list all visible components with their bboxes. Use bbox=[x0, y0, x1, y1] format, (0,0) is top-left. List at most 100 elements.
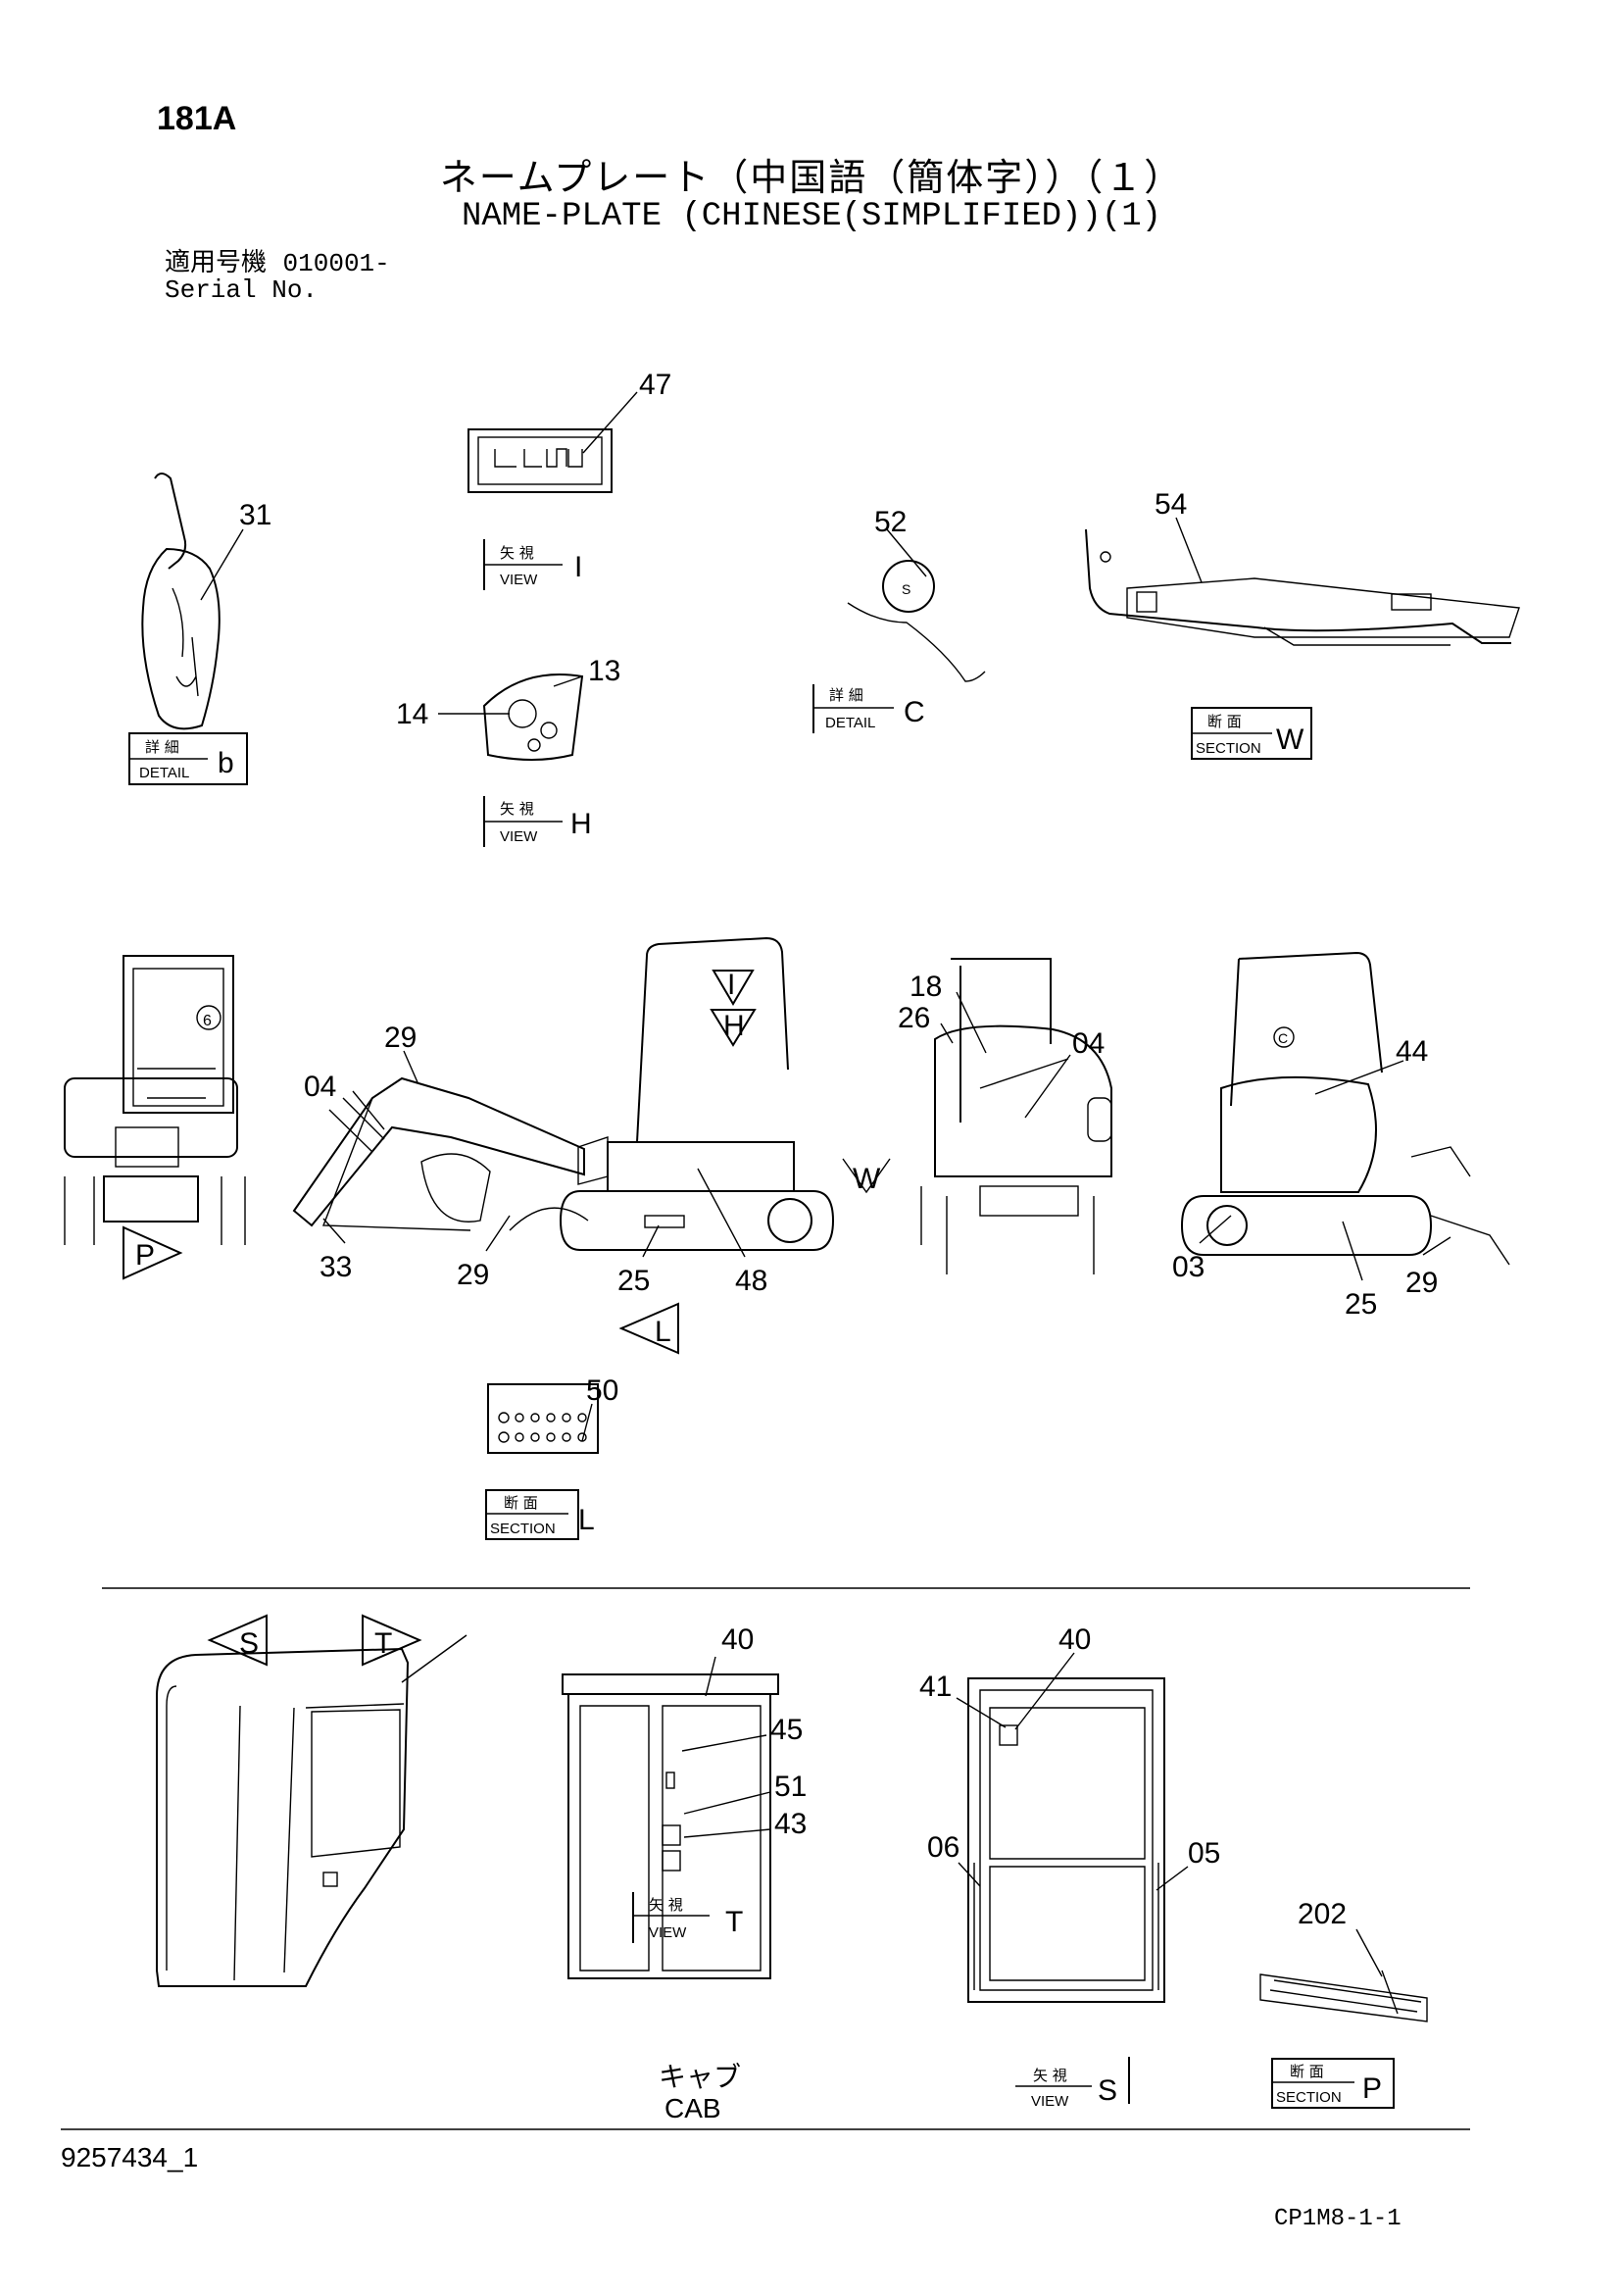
detail-tag-c-jp: 詳 細 bbox=[829, 686, 863, 704]
section-tag-l-jp: 断 面 bbox=[504, 1494, 538, 1512]
floor-frame-illustration bbox=[1085, 517, 1520, 646]
callout-51: 51 bbox=[774, 1771, 807, 1803]
page-code: 181A bbox=[157, 100, 237, 137]
callout-48: 48 bbox=[735, 1265, 767, 1297]
svg-text:S: S bbox=[902, 581, 910, 597]
view-arrow-w-letter: W bbox=[853, 1163, 881, 1195]
excavator-side-view-right: C bbox=[1180, 951, 1510, 1266]
callout-03: 03 bbox=[1172, 1251, 1205, 1283]
view-arrow-s: S bbox=[207, 1614, 268, 1667]
callout-40-front: 40 bbox=[1058, 1623, 1091, 1656]
meter-panel-illustration bbox=[487, 1383, 599, 1454]
document-number: 9257434_1 bbox=[61, 2142, 199, 2172]
view-tag-s-jp: 矢 視 bbox=[1033, 2067, 1067, 2084]
detail-tag-b-letter: b bbox=[218, 747, 234, 779]
section-tag-p-letter: P bbox=[1362, 2072, 1382, 2105]
view-arrow-w: W bbox=[842, 1158, 891, 1195]
cab-side-view bbox=[156, 1634, 467, 1987]
view-tag-h: 矢 視 VIEW H bbox=[483, 796, 592, 847]
section-tag-p-jp: 断 面 bbox=[1290, 2063, 1324, 2080]
callout-43: 43 bbox=[774, 1808, 807, 1840]
switch-panel-illustration bbox=[438, 674, 584, 761]
view-tag-s-letter: S bbox=[1098, 2074, 1117, 2107]
circle-label-illustration: S bbox=[847, 528, 986, 682]
view-tag-h-en: VIEW bbox=[500, 828, 538, 845]
view-arrow-p: P bbox=[123, 1225, 183, 1280]
callout-50: 50 bbox=[586, 1374, 618, 1407]
detail-tag-c: 詳 細 DETAIL C bbox=[812, 684, 925, 733]
view-arrow-h: H bbox=[710, 1009, 757, 1047]
section-tag-w-en: SECTION bbox=[1196, 740, 1261, 757]
callout-06: 06 bbox=[927, 1831, 959, 1864]
view-tag-h-letter: H bbox=[570, 808, 592, 840]
callout-26: 26 bbox=[898, 1002, 930, 1034]
cab-label-en: CAB bbox=[664, 2093, 721, 2123]
excavator-rear-view bbox=[920, 958, 1112, 1274]
callout-47: 47 bbox=[639, 369, 671, 401]
view-tag-i-letter: I bbox=[574, 551, 582, 583]
title-japanese: ネームプレート（中国語（簡体字））（１） bbox=[439, 156, 1184, 199]
detail-tag-b-jp: 詳 細 bbox=[145, 738, 179, 756]
callout-25-right: 25 bbox=[1345, 1288, 1377, 1321]
section-tag-l-letter: L bbox=[578, 1504, 595, 1536]
section-tag-l-en: SECTION bbox=[490, 1521, 556, 1537]
callout-41: 41 bbox=[919, 1671, 952, 1703]
section-tag-p-en: SECTION bbox=[1276, 2089, 1342, 2106]
svg-text:6: 6 bbox=[203, 1013, 212, 1029]
view-arrow-t-letter: T bbox=[374, 1627, 392, 1660]
view-tag-t-en: VIEW bbox=[649, 1924, 687, 1941]
callout-45: 45 bbox=[770, 1714, 803, 1746]
callout-14: 14 bbox=[396, 698, 428, 730]
view-arrow-p-letter: P bbox=[135, 1239, 155, 1272]
callout-33: 33 bbox=[320, 1251, 352, 1283]
section-tag-w: 断 面 SECTION W bbox=[1191, 707, 1312, 760]
callout-52: 52 bbox=[874, 506, 907, 538]
view-tag-t-jp: 矢 視 bbox=[649, 1896, 683, 1914]
cab-rear-view bbox=[562, 1673, 779, 1979]
section-tag-w-jp: 断 面 bbox=[1207, 713, 1242, 730]
callout-04-rear: 04 bbox=[1072, 1027, 1105, 1060]
view-arrow-h-letter: H bbox=[723, 1010, 745, 1042]
callout-29-side-bottom: 29 bbox=[457, 1259, 489, 1291]
part-202-illustration bbox=[1259, 1970, 1428, 2022]
serial-value: 010001- bbox=[282, 249, 390, 278]
detail-tag-b-en: DETAIL bbox=[139, 765, 189, 781]
callout-18: 18 bbox=[910, 971, 942, 1003]
lever-illustration bbox=[141, 473, 244, 730]
view-tag-i-en: VIEW bbox=[500, 572, 538, 588]
view-tag-h-jp: 矢 視 bbox=[500, 800, 534, 818]
view-tag-s: 矢 視 VIEW S bbox=[1015, 2057, 1130, 2110]
view-arrow-i-letter: I bbox=[727, 969, 735, 1001]
excavator-front-view: 6 bbox=[64, 955, 246, 1245]
view-arrow-t: T bbox=[362, 1614, 422, 1667]
section-tag-p: 断 面 SECTION P bbox=[1271, 2058, 1395, 2109]
title-english: NAME-PLATE (CHINESE(SIMPLIFIED))(1) bbox=[461, 198, 1162, 235]
svg-text:C: C bbox=[1278, 1030, 1288, 1046]
view-arrow-l: L bbox=[618, 1302, 679, 1355]
view-tag-t-letter: T bbox=[725, 1906, 743, 1938]
view-arrow-l-letter: L bbox=[655, 1316, 671, 1348]
view-tag-t: 矢 視 VIEW T bbox=[632, 1892, 743, 1943]
serial-label-en: Serial No. bbox=[165, 275, 319, 305]
callout-44: 44 bbox=[1396, 1035, 1428, 1068]
callout-29-side-top: 29 bbox=[384, 1022, 417, 1054]
callout-40-rear: 40 bbox=[721, 1623, 754, 1656]
view-arrow-i: I bbox=[712, 969, 755, 1006]
cab-front-view bbox=[967, 1677, 1165, 2003]
detail-tag-b: 詳 細 DETAIL b bbox=[128, 732, 248, 785]
view-tag-s-en: VIEW bbox=[1031, 2093, 1069, 2110]
callout-54: 54 bbox=[1155, 488, 1187, 521]
callout-25-side: 25 bbox=[617, 1265, 650, 1297]
callout-13: 13 bbox=[588, 655, 620, 687]
section-tag-w-letter: W bbox=[1276, 724, 1304, 756]
detail-tag-c-letter: C bbox=[904, 696, 925, 728]
nameplate-illustration bbox=[467, 391, 638, 493]
callout-31: 31 bbox=[239, 499, 271, 531]
view-tag-i-jp: 矢 視 bbox=[500, 544, 534, 562]
callout-05: 05 bbox=[1188, 1837, 1220, 1870]
callout-04-side: 04 bbox=[304, 1071, 336, 1103]
page-reference: CP1M8-1-1 bbox=[1274, 2206, 1402, 2232]
detail-tag-c-en: DETAIL bbox=[825, 715, 875, 731]
callout-202: 202 bbox=[1298, 1898, 1347, 1930]
